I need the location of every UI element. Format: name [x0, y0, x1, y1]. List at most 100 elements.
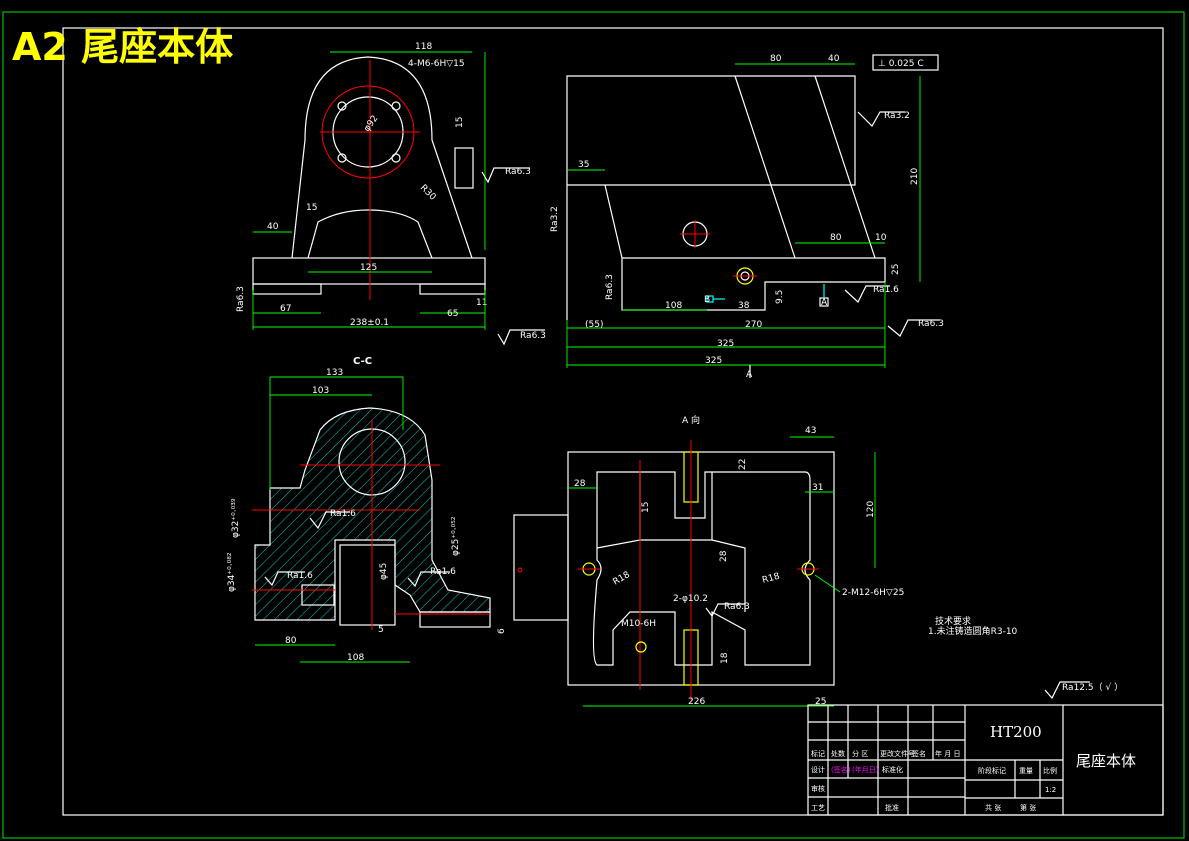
svg-text:67: 67: [280, 304, 291, 314]
svg-text:R18: R18: [612, 570, 633, 588]
svg-text:(55): (55): [585, 320, 603, 330]
svg-text:325: 325: [705, 356, 722, 366]
boss: [454, 147, 474, 189]
svg-text:10: 10: [875, 233, 887, 243]
svg-text:⊥ 0.025 C: ⊥ 0.025 C: [878, 59, 924, 69]
svg-text:Ra1.6: Ra1.6: [873, 285, 899, 295]
svg-text:φ92: φ92: [362, 114, 380, 134]
svg-text:15: 15: [641, 502, 651, 513]
svg-text:(签名): (签名): [831, 765, 851, 774]
inner-border: [62, 27, 1164, 816]
base-plate: [252, 257, 486, 285]
svg-text:25: 25: [815, 697, 826, 707]
svg-text:Ra1.6: Ra1.6: [330, 509, 356, 519]
svg-text:A: A: [821, 298, 828, 308]
svg-text:38: 38: [738, 301, 750, 311]
svg-text:43: 43: [805, 426, 816, 436]
svg-text:120: 120: [866, 501, 876, 518]
svg-text:(年月日): (年月日): [852, 765, 879, 774]
svg-text:R18: R18: [761, 572, 781, 586]
svg-text:重量: 重量: [1019, 767, 1033, 775]
svg-text:R30: R30: [418, 183, 438, 203]
svg-text:125: 125: [360, 263, 377, 273]
svg-text:35: 35: [578, 160, 589, 170]
tech-notes: 技术要求 1.未注铸造圆角R3-10: [928, 615, 1018, 637]
svg-text:Ra6.3: Ra6.3: [918, 319, 944, 329]
svg-text:φ45: φ45: [379, 563, 389, 580]
svg-text:Ra1.6: Ra1.6: [430, 567, 456, 577]
svg-text:更改文件号: 更改文件号: [880, 749, 915, 758]
svg-text:φ25⁺⁰·⁰⁵²: φ25⁺⁰·⁰⁵²: [451, 516, 461, 556]
svg-text:2-M12-6H▽25: 2-M12-6H▽25: [842, 588, 904, 598]
svg-text:5: 5: [378, 625, 384, 635]
svg-text:Ra6.3: Ra6.3: [605, 274, 615, 300]
svg-text:80: 80: [285, 636, 297, 646]
svg-text:9.5: 9.5: [775, 290, 785, 304]
svg-text:133: 133: [326, 368, 343, 378]
svg-text:80: 80: [830, 233, 842, 243]
svg-text:4-M6-6H▽15: 4-M6-6H▽15: [408, 59, 465, 69]
svg-text:2-φ10.2: 2-φ10.2: [673, 594, 708, 604]
svg-text:6: 6: [497, 628, 507, 634]
svg-text:238±0.1: 238±0.1: [350, 318, 389, 328]
svg-text:18: 18: [720, 652, 730, 664]
side-outline: [566, 75, 886, 320]
svg-text:28: 28: [719, 550, 729, 562]
svg-text:108: 108: [665, 301, 682, 311]
svg-text:Ra6.3: Ra6.3: [236, 286, 246, 312]
svg-text:处数: 处数: [831, 749, 845, 758]
svg-text:Ra3.2: Ra3.2: [550, 206, 560, 232]
svg-text:65: 65: [447, 309, 458, 319]
svg-text:A 向: A 向: [682, 414, 700, 426]
svg-text:22: 22: [738, 459, 748, 470]
svg-text:Ra6.3: Ra6.3: [520, 331, 546, 341]
svg-text:103: 103: [312, 386, 329, 396]
front-view: 118 4-M6-6H▽15 φ92 R30 15 15 40 125 67 6…: [236, 42, 546, 346]
section-label: C-C: [353, 356, 372, 367]
svg-text:40: 40: [828, 54, 840, 64]
svg-text:1:2: 1:2: [1045, 786, 1056, 794]
svg-text:标准化: 标准化: [882, 765, 903, 774]
svg-text:Ra6.3: Ra6.3: [724, 602, 750, 612]
svg-text:技术要求: 技术要求: [935, 615, 971, 627]
svg-text:A: A: [746, 370, 753, 380]
svg-text:分 区: 分 区: [852, 749, 868, 758]
part-name: 尾座本体: [1076, 752, 1136, 770]
svg-text:1.未注铸造圆角R3-10: 1.未注铸造圆角R3-10: [928, 625, 1018, 637]
bolt-hole: [337, 101, 347, 111]
body-outline: [291, 56, 473, 259]
svg-text:M10-6H: M10-6H: [621, 619, 656, 629]
svg-text:Ra6.3: Ra6.3: [505, 167, 531, 177]
svg-text:270: 270: [745, 320, 762, 330]
svg-text:108: 108: [347, 653, 364, 663]
top-outline: [567, 451, 835, 686]
svg-text:批准: 批准: [885, 803, 899, 812]
svg-text:工艺: 工艺: [811, 804, 825, 812]
svg-text:31: 31: [812, 483, 823, 493]
bolt-hole: [391, 153, 401, 163]
svg-text:28: 28: [574, 479, 586, 489]
bolt-hole: [391, 101, 401, 111]
svg-text:第 张: 第 张: [1020, 803, 1036, 812]
svg-text:80: 80: [770, 54, 782, 64]
svg-text:比例: 比例: [1043, 766, 1057, 775]
sheet-title: A2 尾座本体: [12, 25, 233, 69]
svg-text:210: 210: [910, 168, 920, 185]
svg-text:Ra3.2: Ra3.2: [884, 111, 910, 121]
material-label: HT200: [990, 723, 1042, 741]
svg-text:B: B: [704, 295, 710, 305]
svg-text:Ra1.6: Ra1.6: [287, 571, 313, 581]
outer-border: [2, 11, 1185, 839]
svg-text:40: 40: [267, 222, 279, 232]
svg-text:阶段标记: 阶段标记: [978, 766, 1006, 775]
svg-text:年 月 日: 年 月 日: [935, 749, 960, 758]
svg-text:325: 325: [717, 339, 734, 349]
svg-text:审核: 审核: [811, 784, 825, 793]
svg-text:15: 15: [306, 203, 317, 213]
svg-text:共 张: 共 张: [985, 803, 1001, 812]
svg-text:226: 226: [688, 697, 705, 707]
svg-text:15: 15: [455, 117, 465, 128]
svg-text:11: 11: [476, 298, 487, 308]
svg-text:签名: 签名: [912, 749, 926, 758]
